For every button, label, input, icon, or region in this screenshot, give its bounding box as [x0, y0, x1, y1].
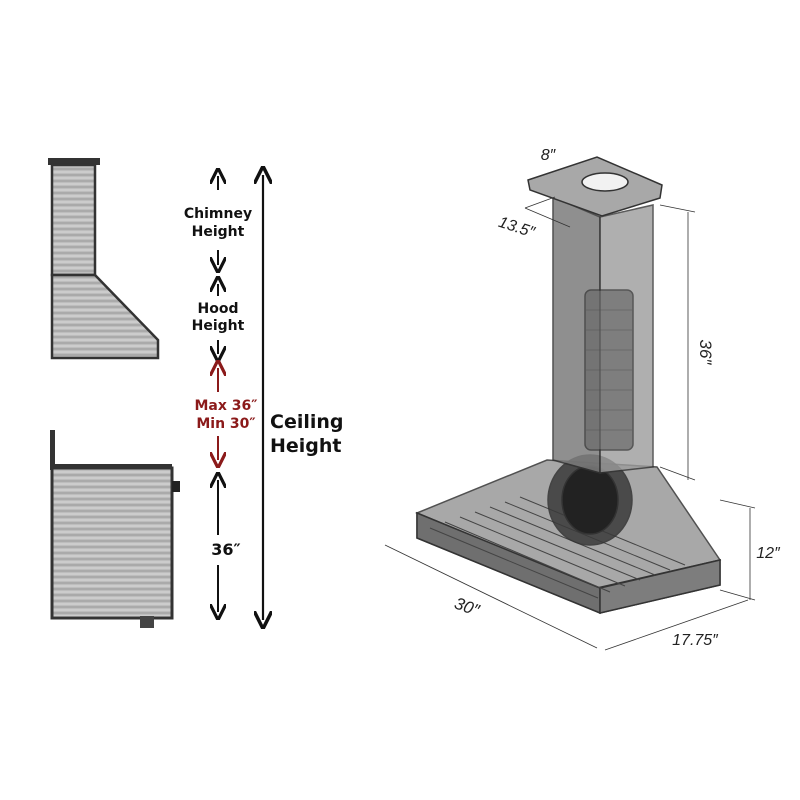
- height-labels: Chimney Height Hood Height Max 36″ Min 3…: [184, 206, 344, 559]
- dimension-lines: [384, 196, 756, 651]
- hood-depth-label: 17.75″: [672, 632, 719, 649]
- clearance-max-label: Max 36″: [194, 398, 257, 414]
- ceiling-label-1: Ceiling: [270, 411, 344, 433]
- hood-side-profile: [48, 158, 160, 360]
- chimney-label-2: Height: [192, 224, 245, 240]
- hood-label-2: Height: [192, 318, 245, 334]
- chimney-height-label: 36″: [696, 340, 715, 366]
- hood-width-label: 30″: [452, 594, 483, 621]
- hood-3d-render: [415, 156, 722, 615]
- counter-height-label: 36″: [211, 540, 240, 559]
- duct-width-label: 8″: [541, 147, 557, 164]
- hood-height-label: 12″: [756, 545, 781, 562]
- height-arrows: [218, 175, 263, 620]
- chimney-depth-label: 13.5″: [496, 214, 538, 242]
- chimney-label-1: Chimney: [184, 206, 252, 222]
- ceiling-label-2: Height: [270, 435, 342, 457]
- hood-label-1: Hood: [198, 301, 239, 317]
- range-side-profile: [50, 430, 180, 628]
- clearance-min-label: Min 30″: [196, 416, 255, 432]
